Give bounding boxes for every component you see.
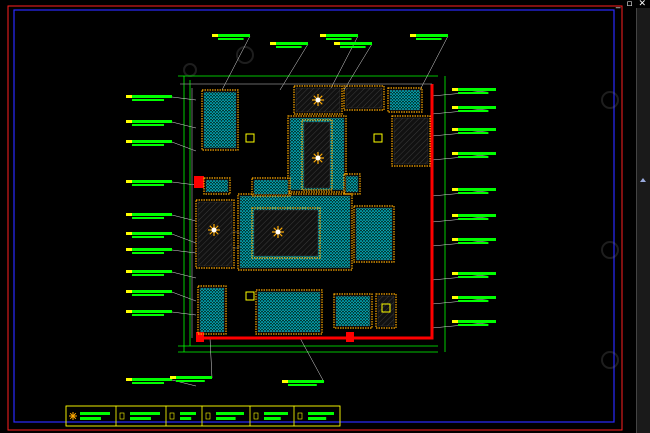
annotation-label bbox=[452, 188, 496, 194]
annotation-label bbox=[410, 34, 448, 40]
title-block-cell bbox=[293, 405, 341, 427]
annotation-label bbox=[452, 152, 496, 158]
column-block bbox=[346, 332, 354, 342]
column-block bbox=[194, 176, 204, 188]
annotation-label bbox=[126, 140, 172, 146]
title-block bbox=[65, 405, 341, 427]
ceiling-zone bbox=[195, 199, 235, 269]
annotation-labels bbox=[126, 34, 496, 386]
ceiling-zone bbox=[343, 85, 385, 111]
restore-button[interactable]: ▫ bbox=[626, 0, 633, 9]
ceiling-zone bbox=[353, 205, 395, 263]
vertical-scrollbar[interactable] bbox=[636, 8, 650, 433]
sun-fixture-icon bbox=[312, 94, 324, 106]
ceiling-zone bbox=[251, 207, 321, 259]
annotation-label bbox=[452, 238, 496, 244]
minimize-button[interactable]: _ bbox=[615, 0, 621, 9]
ceiling-zone bbox=[301, 119, 333, 191]
ceiling-zone bbox=[201, 89, 239, 151]
annotation-label bbox=[320, 34, 358, 40]
sun-fixture-icon bbox=[272, 226, 284, 238]
annotation-label bbox=[126, 180, 172, 186]
annotation-label bbox=[126, 213, 172, 219]
ceiling-zone bbox=[387, 87, 423, 113]
ceiling-zone bbox=[391, 115, 431, 167]
annotation-label bbox=[170, 376, 212, 382]
close-button[interactable]: ✕ bbox=[638, 0, 646, 9]
annotation-label bbox=[452, 128, 496, 134]
light-fixtures bbox=[208, 94, 391, 313]
annotation-label bbox=[452, 106, 496, 112]
square-light-icon bbox=[373, 133, 383, 143]
annotation-label bbox=[452, 214, 496, 220]
annotation-label bbox=[126, 95, 172, 101]
ceiling-zone bbox=[255, 289, 323, 335]
square-light-icon bbox=[245, 133, 255, 143]
annotation-label bbox=[126, 120, 172, 126]
annotation-label bbox=[126, 232, 172, 238]
sun-fixture-icon bbox=[69, 412, 77, 420]
inner-frame bbox=[13, 9, 615, 423]
sun-fixture-icon bbox=[208, 224, 220, 236]
annotation-label bbox=[334, 42, 372, 48]
annotation-label bbox=[270, 42, 308, 48]
wall-outline bbox=[180, 83, 434, 340]
sun-fixture-icon bbox=[312, 152, 324, 164]
ceiling-zone bbox=[197, 285, 227, 335]
ceiling-zones bbox=[195, 85, 431, 335]
annotation-label bbox=[126, 270, 172, 276]
ceiling-zone bbox=[251, 177, 291, 197]
annotation-label bbox=[452, 320, 496, 326]
annotation-label bbox=[282, 380, 324, 386]
annotation-label bbox=[452, 296, 496, 302]
annotation-label bbox=[126, 310, 172, 316]
annotation-label bbox=[452, 272, 496, 278]
outer-frame bbox=[7, 5, 623, 431]
ceiling-zone bbox=[343, 173, 361, 195]
ceiling-zone bbox=[203, 177, 231, 195]
square-light-icon bbox=[245, 291, 255, 301]
annotation-label bbox=[126, 378, 172, 384]
annotation-label bbox=[126, 248, 172, 254]
dimension-lines bbox=[178, 75, 446, 353]
ceiling-zone bbox=[375, 293, 397, 329]
annotation-label bbox=[126, 290, 172, 296]
annotation-label bbox=[452, 88, 496, 94]
window-controls: _ ▫ ✕ bbox=[596, 0, 650, 9]
ceiling-zone bbox=[333, 293, 373, 329]
column-block bbox=[196, 332, 204, 342]
annotation-label bbox=[212, 34, 250, 40]
square-light-icon bbox=[381, 303, 391, 313]
scroll-up-arrow-icon[interactable] bbox=[640, 178, 646, 182]
